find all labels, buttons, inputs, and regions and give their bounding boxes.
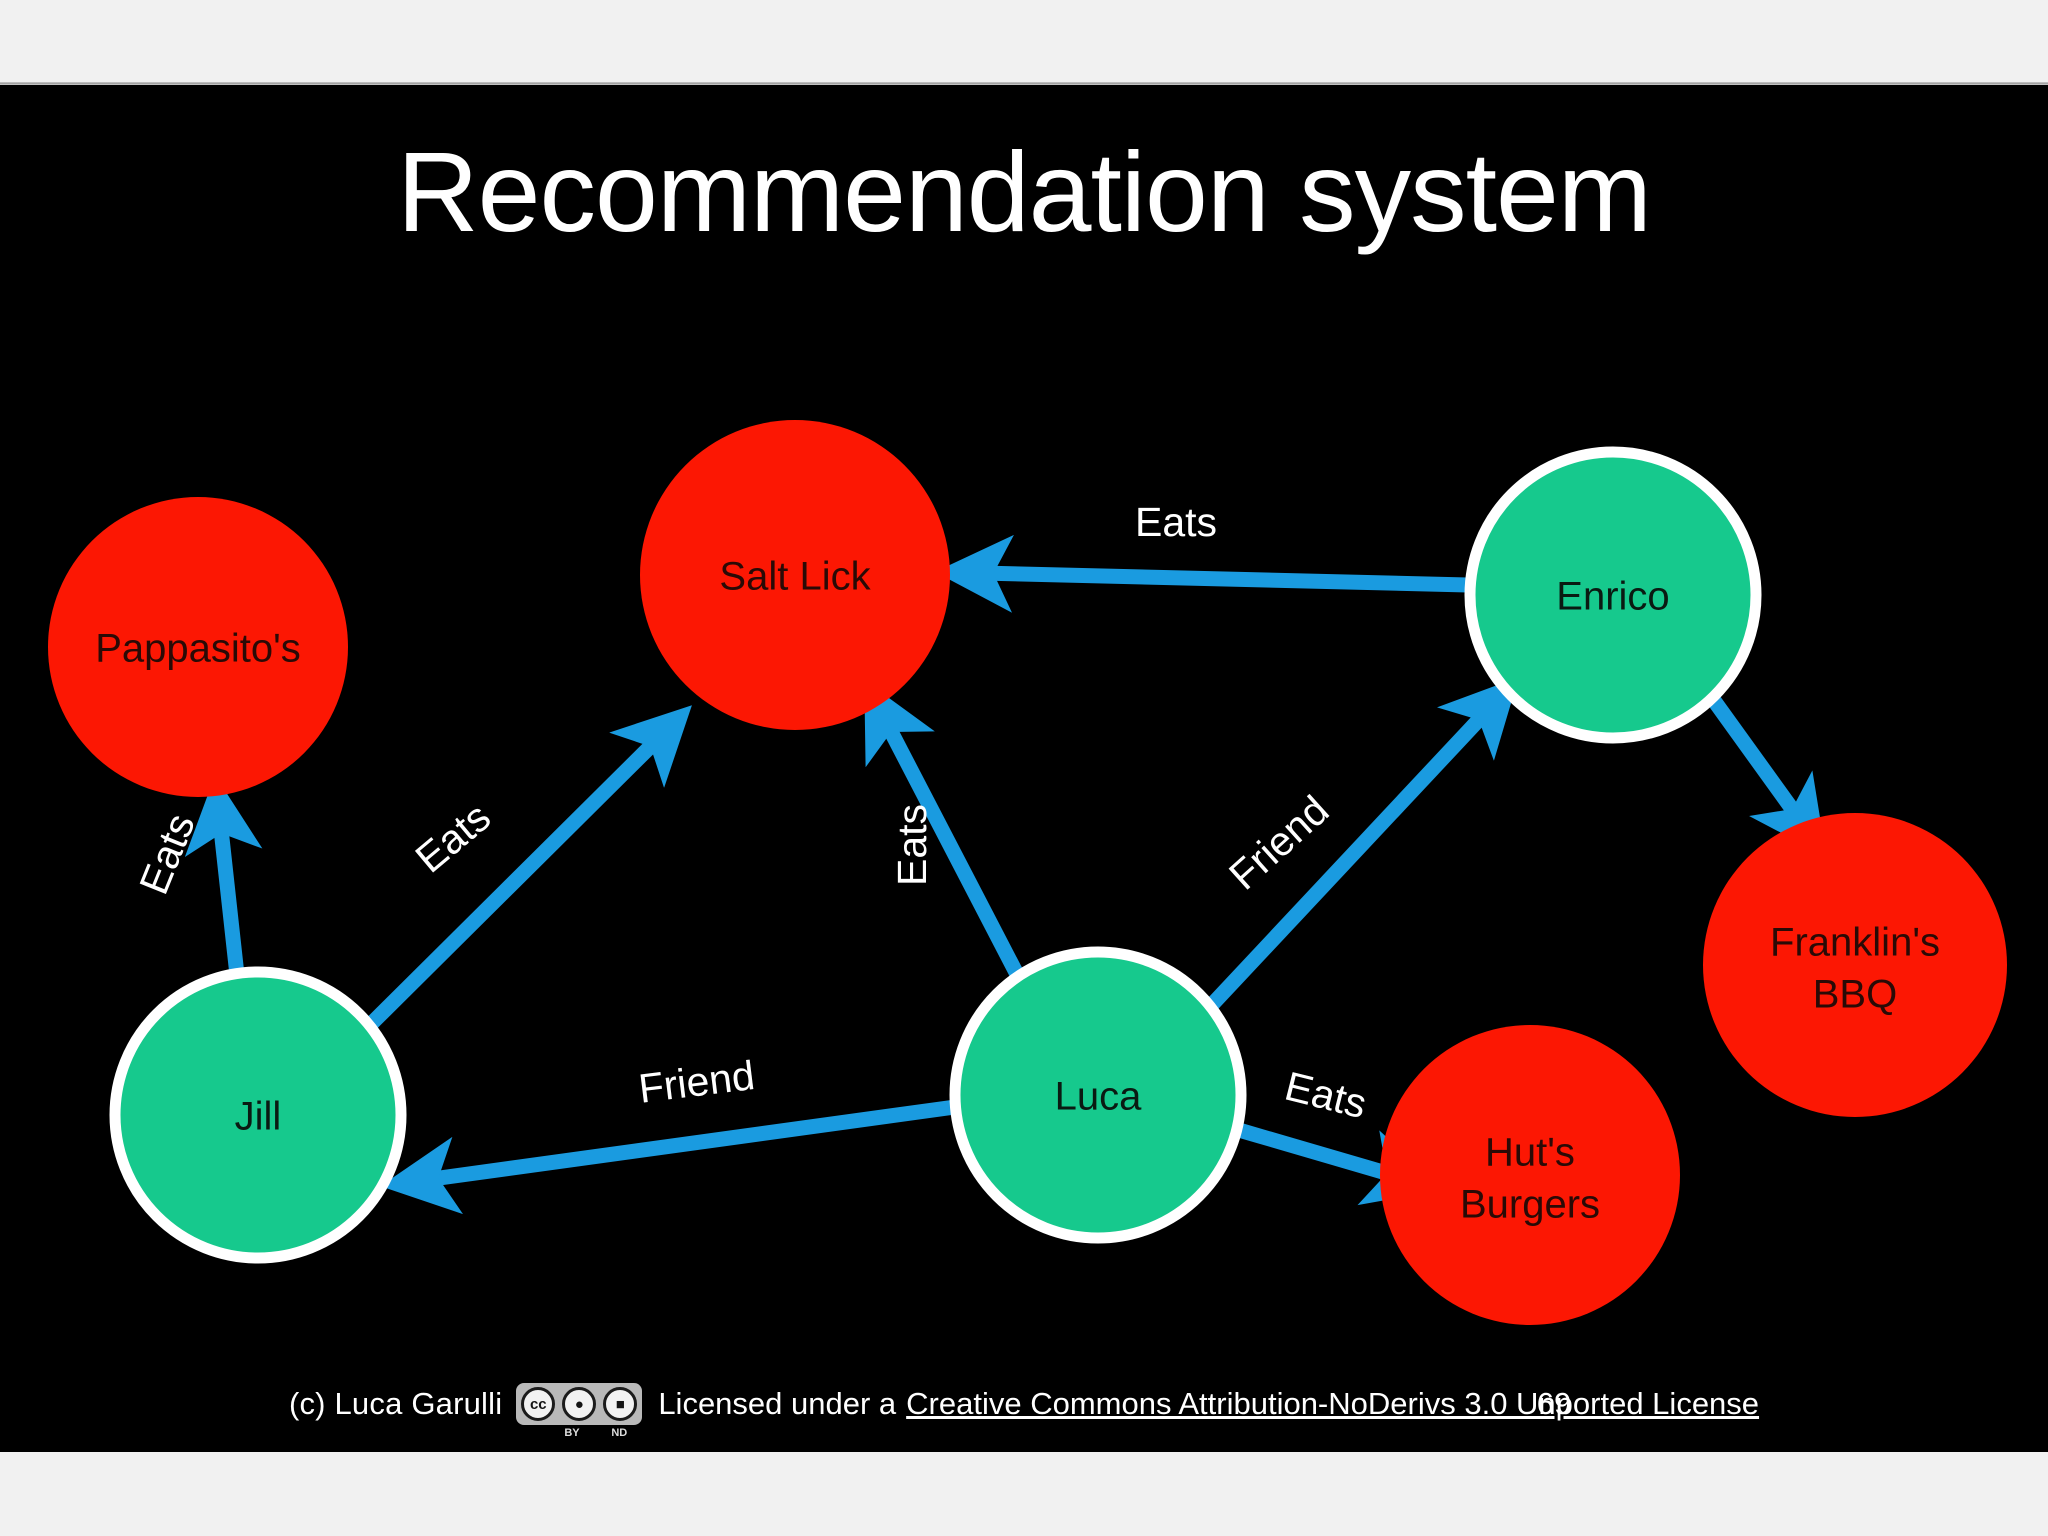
creative-commons-badge-icon[interactable]: cc ● ■ BY ND [516,1383,643,1439]
graph-edges [184,534,1827,1215]
edge-luca-huts[interactable] [1229,1120,1444,1206]
edge-label-enrico-saltlick: Eats [1135,499,1217,545]
edge-luca-saltlick[interactable] [864,680,1027,984]
presentation-slide: Recommendation system [0,85,2048,1452]
footer-license-prefix: Licensed under a [658,1386,897,1421]
slide-page-number: 69 [1536,1386,1572,1421]
node-salt-lick[interactable]: Salt Lick [640,420,950,730]
node-jill-label: Jill [235,1095,282,1139]
node-luca[interactable]: Luca [949,946,1247,1244]
graph-nodes: Pappasito's Salt Lick Enrico Franklin's … [48,420,2007,1325]
slide-footer: (c) Luca Garulli cc ● ■ BY ND Licensed u… [0,1374,2048,1439]
cc-by-person-icon: ● [562,1387,597,1421]
node-franklins-bbq[interactable]: Franklin's BBQ [1703,813,2007,1117]
node-pappasitos[interactable]: Pappasito's [48,497,348,797]
node-luca-label: Luca [1055,1075,1142,1119]
node-enrico-label: Enrico [1556,575,1669,619]
edge-enrico-saltlick[interactable] [935,534,1469,613]
node-enrico[interactable]: Enrico [1464,446,1762,744]
edge-luca-enrico[interactable] [1201,677,1519,1016]
edge-enrico-franklins[interactable] [1703,690,1827,857]
edge-label-luca-jill: Friend [636,1052,757,1112]
footer-author: (c) Luca Garulli [288,1386,503,1421]
cc-nd-sublabel: ND [611,1427,628,1439]
edge-jill-saltlick[interactable] [359,705,692,1036]
recommendation-graph: Pappasito's Salt Lick Enrico Franklin's … [48,420,2007,1325]
page-title: Recommendation system [397,129,1652,255]
node-huts-label-line1: Hut's [1485,1131,1575,1175]
node-franklins-label-line1: Franklin's [1770,921,1940,965]
edge-label-jill-pappasitos: Eats [130,807,203,900]
edge-label-luca-huts: Eats [1280,1063,1371,1127]
cc-icon: cc [521,1387,556,1421]
footer-license-link[interactable]: Creative Commons Attribution-NoDerivs 3.… [906,1386,1760,1421]
node-franklins-label-line2: BBQ [1813,973,1897,1017]
cc-nd-equals-icon: ■ [603,1387,638,1421]
node-huts-burgers[interactable]: Hut's Burgers [1380,1025,1680,1325]
slide-top-divider [0,82,2048,85]
node-jill[interactable]: Jill [109,966,407,1264]
edge-luca-jill[interactable] [380,1099,957,1215]
cc-by-sublabel: BY [564,1427,580,1439]
node-huts-label-line2: Burgers [1460,1183,1600,1227]
edge-label-jill-saltlick: Eats [407,794,499,882]
node-salt-lick-label: Salt Lick [719,555,871,599]
edge-jill-pappasitos[interactable] [184,775,263,976]
node-pappasitos-label: Pappasito's [95,627,301,671]
edge-label-luca-saltlick: Eats [889,804,935,886]
